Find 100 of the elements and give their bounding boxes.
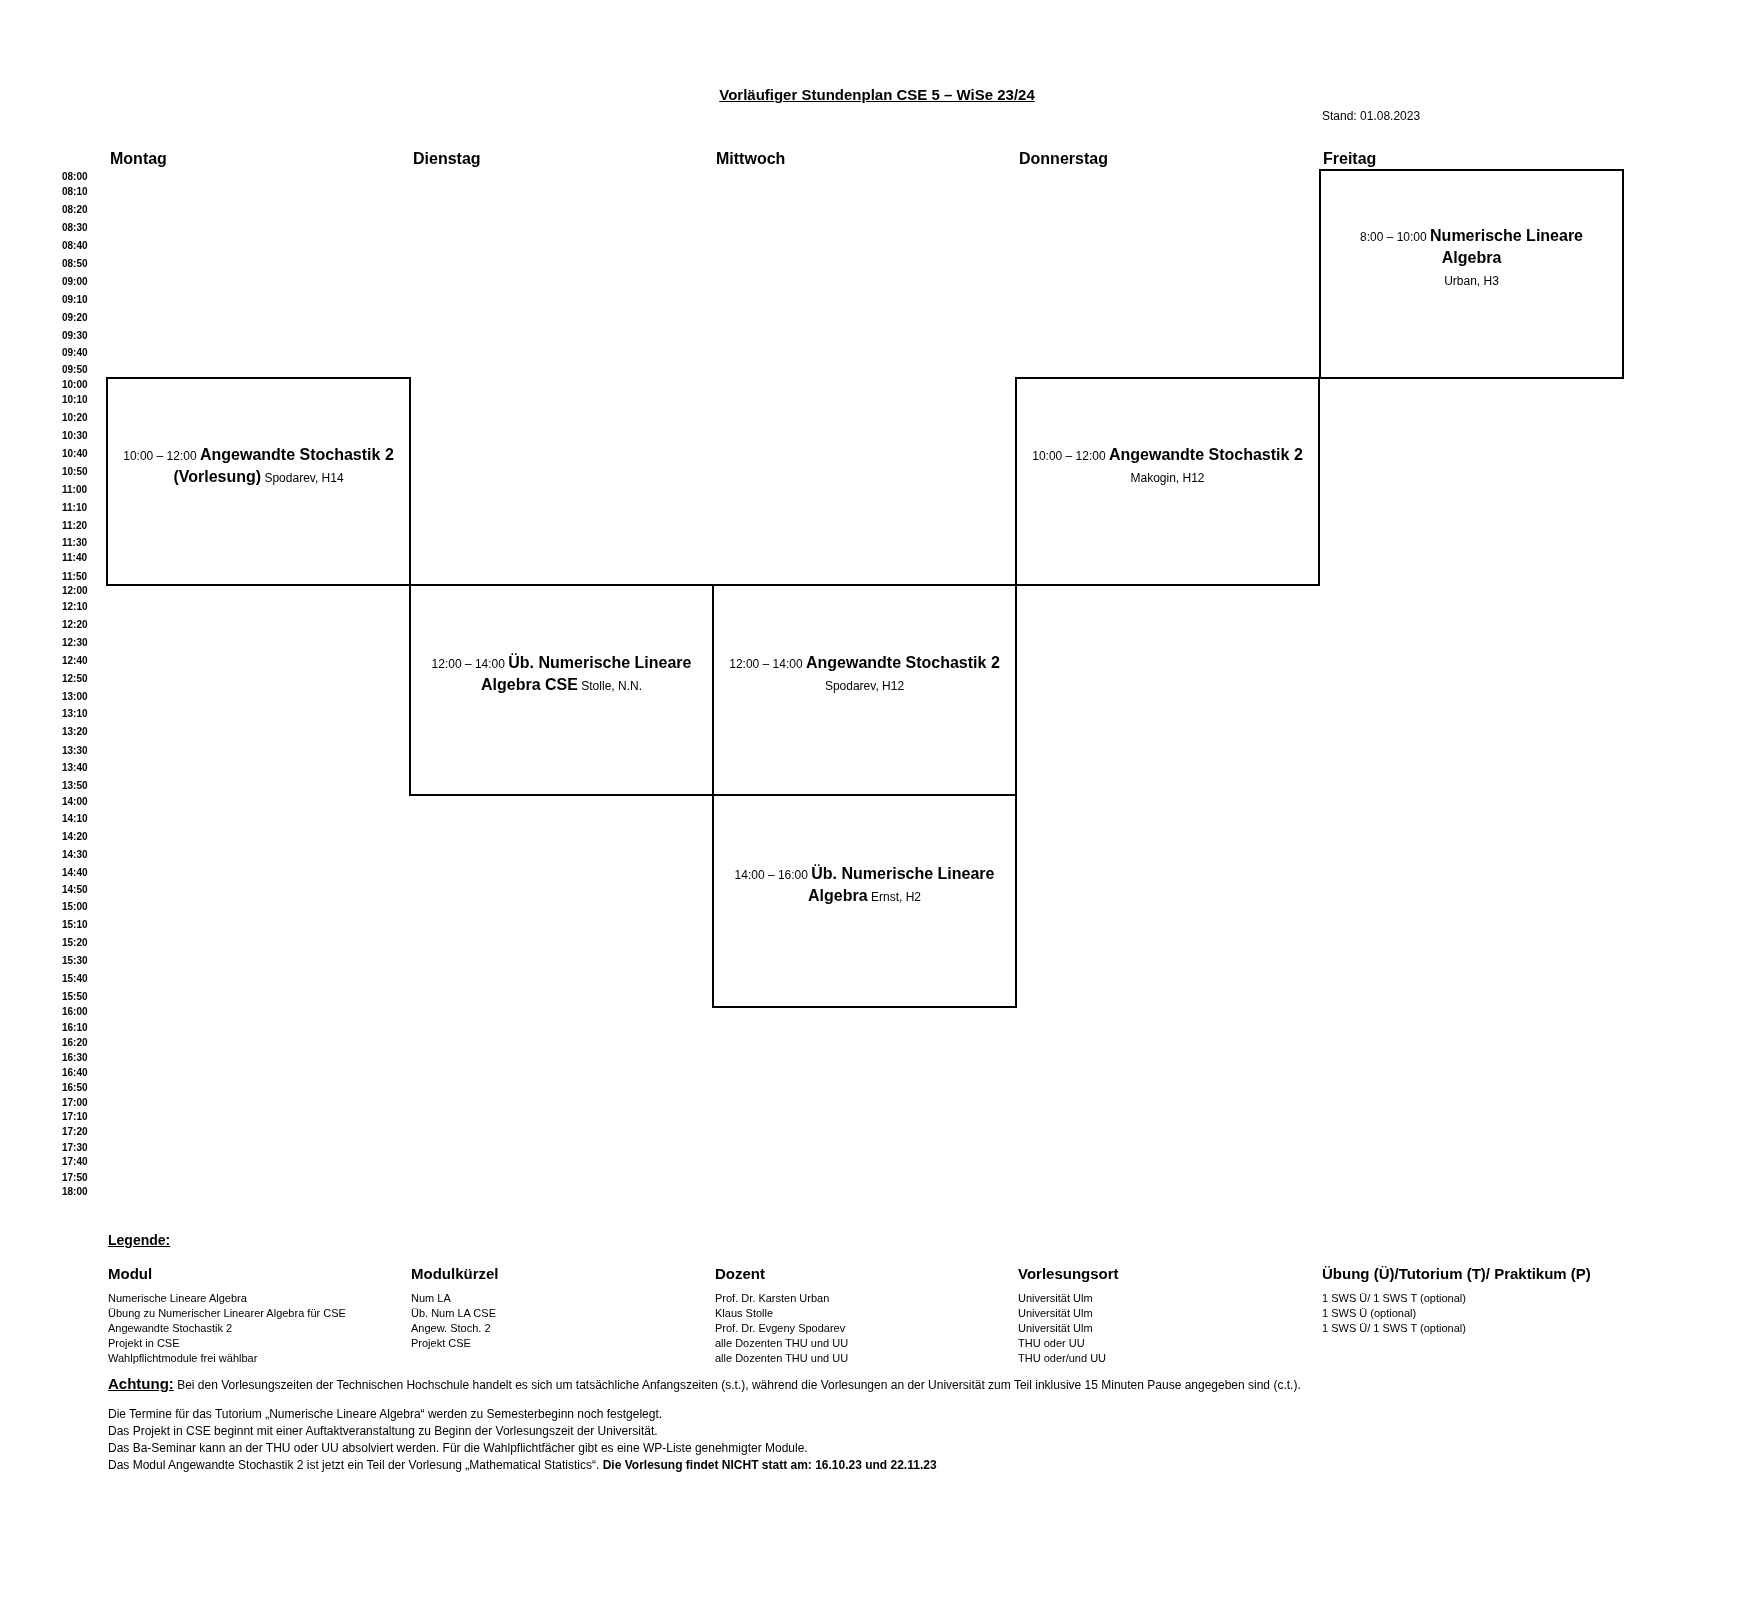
time-label: 08:20	[62, 205, 88, 216]
time-label: 13:10	[62, 708, 88, 719]
table-cell-text: alle Dozenten THU und UU	[715, 1351, 849, 1366]
time-label: 08:40	[62, 241, 88, 252]
time-label: 11:40	[62, 553, 88, 564]
time-label: 14:20	[62, 831, 88, 842]
warning-note: Achtung: Bei den Vorlesungszeiten der Technischen Hochschule handelt es sich um tatsächliche Anfangszeiten (s.t.), während die Vorlesungen an der Universität zum Teil inklusive 15 Minuten Pause angegeben sind (c.t.).	[108, 1374, 1301, 1394]
day-header: Donnerstag	[1019, 149, 1108, 169]
time-label: 08:00	[62, 171, 88, 182]
column-header: Modul	[108, 1264, 153, 1284]
time-label: 13:40	[62, 763, 88, 774]
time-label: 09:50	[62, 365, 88, 376]
time-label: 08:10	[62, 187, 88, 198]
course-box: 14:00 – 16:00 Üb. Numerische Lineare Algebra Ernst, H2	[712, 794, 1017, 1008]
time-label: 15:20	[62, 937, 88, 948]
time-label: 12:50	[62, 674, 88, 684]
time-label: 14:50	[62, 885, 88, 896]
time-label: 11:30	[62, 537, 88, 548]
time-label: 08:50	[62, 259, 88, 269]
note: Das Modul Angewandte Stochastik 2 ist jetzt ein Teil der Vorlesung „Mathematical Statistics“. Die Vorlesung findet NICHT statt am: 16.10.23 und 22.11.23	[108, 1457, 937, 1474]
table-cell-text: Angewandte Stochastik 2	[108, 1321, 233, 1336]
time-label: 09:40	[62, 348, 88, 359]
time-label: 15:40	[62, 973, 88, 984]
time-label: 10:30	[62, 431, 88, 442]
course-box: 8:00 – 10:00 Numerische Lineare Algebra Urban, H3	[1319, 169, 1624, 379]
date-note: Stand: 01.08.2023	[1322, 108, 1421, 125]
time-label: 17:40	[62, 1157, 88, 1168]
table-cell-text: Prof. Dr. Evgeny Spodarev	[715, 1321, 846, 1336]
table-cell-text: Prof. Dr. Karsten Urban	[715, 1291, 830, 1306]
time-label: 16:00	[62, 1007, 88, 1018]
time-label: 09:10	[62, 294, 88, 305]
course-box: 10:00 – 12:00 Angewandte Stochastik 2 (Vorlesung) Spodarev, H14	[106, 377, 411, 586]
time-label: 11:20	[62, 520, 88, 531]
time-label: 13:00	[62, 691, 88, 702]
table-cell-text: Universität Ulm	[1018, 1291, 1093, 1306]
legend-heading: Legende:	[108, 1231, 171, 1250]
time-label: 10:10	[62, 395, 88, 406]
time-label: 13:30	[62, 745, 88, 756]
course-box: 12:00 – 14:00 Üb. Numerische Lineare Algebra CSE Stolle, N.N.	[409, 584, 714, 796]
day-header: Freitag	[1323, 149, 1377, 169]
time-label: 15:30	[62, 955, 88, 966]
column-header: Dozent	[715, 1264, 765, 1284]
time-label: 16:30	[62, 1053, 88, 1064]
table-cell-text: Num LA	[411, 1291, 451, 1306]
time-label: 10:50	[62, 467, 88, 478]
table-cell-text: Numerische Lineare Algebra	[108, 1291, 247, 1306]
time-label: 16:20	[62, 1037, 88, 1048]
table-cell-text: Projekt in CSE	[108, 1336, 180, 1351]
time-label: 18:00	[62, 1187, 88, 1198]
table-cell-text: Klaus Stolle	[715, 1306, 774, 1321]
table-cell-text: 1 SWS Ü/ 1 SWS T (optional)	[1322, 1291, 1466, 1306]
column-header: Modulkürzel	[411, 1264, 499, 1284]
time-label: 11:00	[62, 484, 88, 495]
time-label: 15:50	[62, 991, 88, 1002]
table-cell-text: Wahlpflichtmodule frei wählbar	[108, 1351, 258, 1366]
table-cell-text: 1 SWS Ü/ 1 SWS T (optional)	[1322, 1321, 1466, 1336]
time-label: 12:20	[62, 620, 88, 631]
time-label: 16:10	[62, 1023, 88, 1033]
table-cell-text: Übung zu Numerischer Linearer Algebra für CSE	[108, 1306, 346, 1321]
table-cell-text: 1 SWS Ü (optional)	[1322, 1306, 1417, 1321]
time-label: 15:00	[62, 902, 88, 913]
table-cell-text: Angew. Stoch. 2	[411, 1321, 491, 1336]
time-label: 11:10	[62, 502, 88, 513]
time-label: 12:30	[62, 638, 88, 649]
table-cell-text: Universität Ulm	[1018, 1321, 1093, 1336]
time-label: 17:10	[62, 1112, 88, 1123]
time-label: 14:00	[62, 797, 88, 808]
day-header: Montag	[110, 149, 167, 169]
time-label: 17:30	[62, 1142, 88, 1153]
time-label: 10:40	[62, 449, 88, 460]
time-label: 10:20	[62, 413, 88, 424]
note: Die Termine für das Tutorium „Numerische Lineare Algebra“ werden zu Semesterbeginn noch festgelegt.	[108, 1406, 663, 1423]
time-label: 09:20	[62, 312, 88, 323]
time-label: 09:00	[62, 276, 88, 287]
time-label: 13:20	[62, 726, 88, 737]
course-box: 12:00 – 14:00 Angewandte Stochastik 2 Spodarev, H12	[712, 584, 1017, 796]
time-label: 13:50	[62, 781, 88, 792]
column-header: Vorlesungsort	[1018, 1264, 1119, 1284]
time-label: 11:50	[62, 572, 88, 583]
page-title: Vorläufiger Stundenplan CSE 5 – WiSe 23/24	[718, 85, 1036, 105]
column-header: Übung (Ü)/Tutorium (T)/ Praktikum (P)	[1322, 1264, 1591, 1284]
time-label: 14:10	[62, 813, 88, 824]
time-label: 17:20	[62, 1127, 88, 1137]
day-header: Mittwoch	[716, 149, 786, 169]
time-label: 12:00	[62, 585, 88, 596]
time-label: 12:40	[62, 656, 88, 667]
table-cell-text: THU oder UU	[1018, 1336, 1085, 1351]
table-cell-text: alle Dozenten THU und UU	[715, 1336, 849, 1351]
time-label: 10:00	[62, 379, 88, 390]
time-label: 17:00	[62, 1097, 88, 1108]
table-cell-text: Universität Ulm	[1018, 1306, 1093, 1321]
day-header: Dienstag	[413, 149, 481, 169]
table-cell-text: Üb. Num LA CSE	[411, 1306, 496, 1321]
table-cell-text: Projekt CSE	[411, 1336, 471, 1351]
note: Das Ba-Seminar kann an der THU oder UU absolviert werden. Für die Wahlpflichtfächer gibt es eine WP-Liste genehmigter Module.	[108, 1440, 808, 1457]
time-label: 08:30	[62, 223, 88, 234]
time-label: 15:10	[62, 920, 88, 931]
time-label: 16:50	[62, 1083, 88, 1094]
time-label: 12:10	[62, 602, 88, 613]
time-label: 14:40	[62, 867, 88, 878]
